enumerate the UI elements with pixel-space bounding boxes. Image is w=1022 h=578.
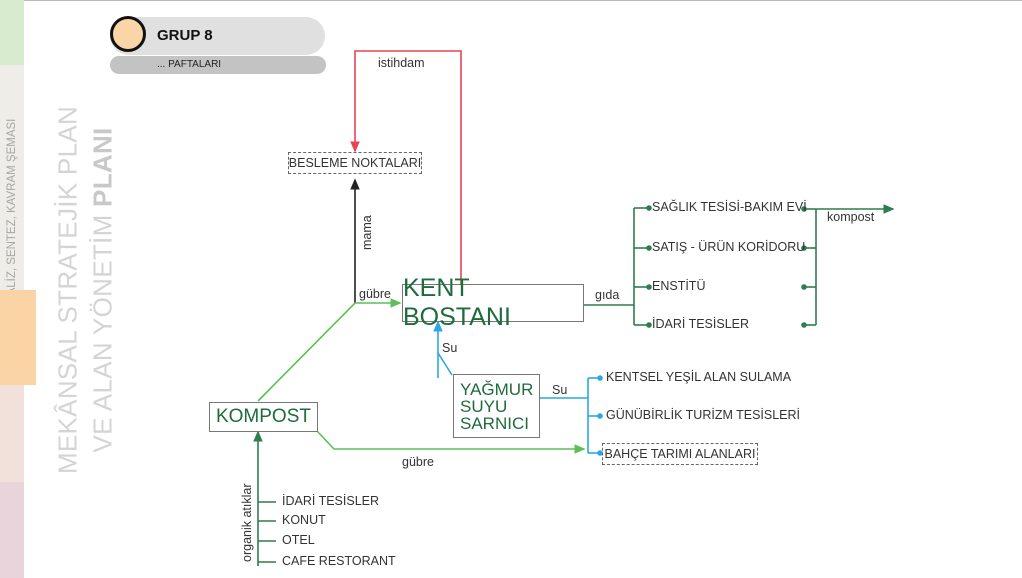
label-su-up: Su [442,341,457,355]
label-su-right: Su [552,383,567,397]
group-subtitle: ... PAFTALARI [157,59,222,70]
gida-target: SATIŞ - ÜRÜN KORİDORU [652,240,806,254]
gida-branches [634,205,652,328]
edge-gubre-bottom [316,430,586,454]
top-border [0,0,1022,1]
organic-source: İDARİ TESİSLER [282,494,380,508]
header-subtitle-bar [110,56,326,74]
label-gubre-top: gübre [359,287,391,301]
node-yagmur-suyu-sarnici[interactable]: YAĞMUR SUYU SARNICI [453,374,540,438]
node-kompost[interactable]: KOMPOST [209,402,318,432]
su-target: GÜNÜBİRLİK TURİZM TESİSLERİ [606,408,801,422]
sidebar-tab-4[interactable] [0,482,24,578]
label-gubre-bottom: gübre [402,455,434,469]
node-yagmur-line1: YAĞMUR [460,379,534,399]
label-organik: organik atıklar [240,483,254,562]
node-kent-bostani[interactable]: KENT BOSTANI [402,274,584,331]
label-gida: gıda [595,288,619,302]
kompost-return-branches [801,206,817,328]
edge-su-diag [437,352,453,376]
node-yagmur-line2: SUYU [460,396,508,416]
label-kompost-out: kompost [827,210,875,224]
group-title: GRUP 8 [157,27,213,44]
edge-gubre-top [257,298,402,402]
gida-target: ENSTİTÜ [652,279,706,293]
organic-source: OTEL [282,533,315,547]
su-target: KENTSEL YEŞİL ALAN SULAMA [606,370,792,384]
sidebar-tab-analysis[interactable]: ANALİZ, SENTEZ, KAVRAM ŞEMASI [0,65,24,311]
node-yagmur-line3: SARNICI [460,413,529,433]
organic-source: KONUT [282,513,326,527]
su-branches [588,375,603,456]
label-istihdam: istihdam [378,56,425,70]
node-besleme-noktalari[interactable]: BESLEME NOKTALARI [288,152,422,174]
edge-istihdam [350,50,462,284]
gida-target: SAĞLIK TESİSİ-BAKIM EVİ [652,200,807,214]
sidebar-tab-analysis-top[interactable] [0,0,24,65]
label-mama: mama [360,215,374,250]
group-circle-icon [110,16,146,52]
organic-branches [258,501,276,563]
node-bahce-tarimi[interactable]: BAHÇE TARIMI ALANLARI [602,443,758,465]
sidebar-tab-active[interactable] [0,290,36,385]
gida-target: İDARİ TESİSLER [652,317,750,331]
organic-source: CAFE RESTORANT [282,554,396,568]
sidebar-tab-3[interactable] [0,385,24,482]
